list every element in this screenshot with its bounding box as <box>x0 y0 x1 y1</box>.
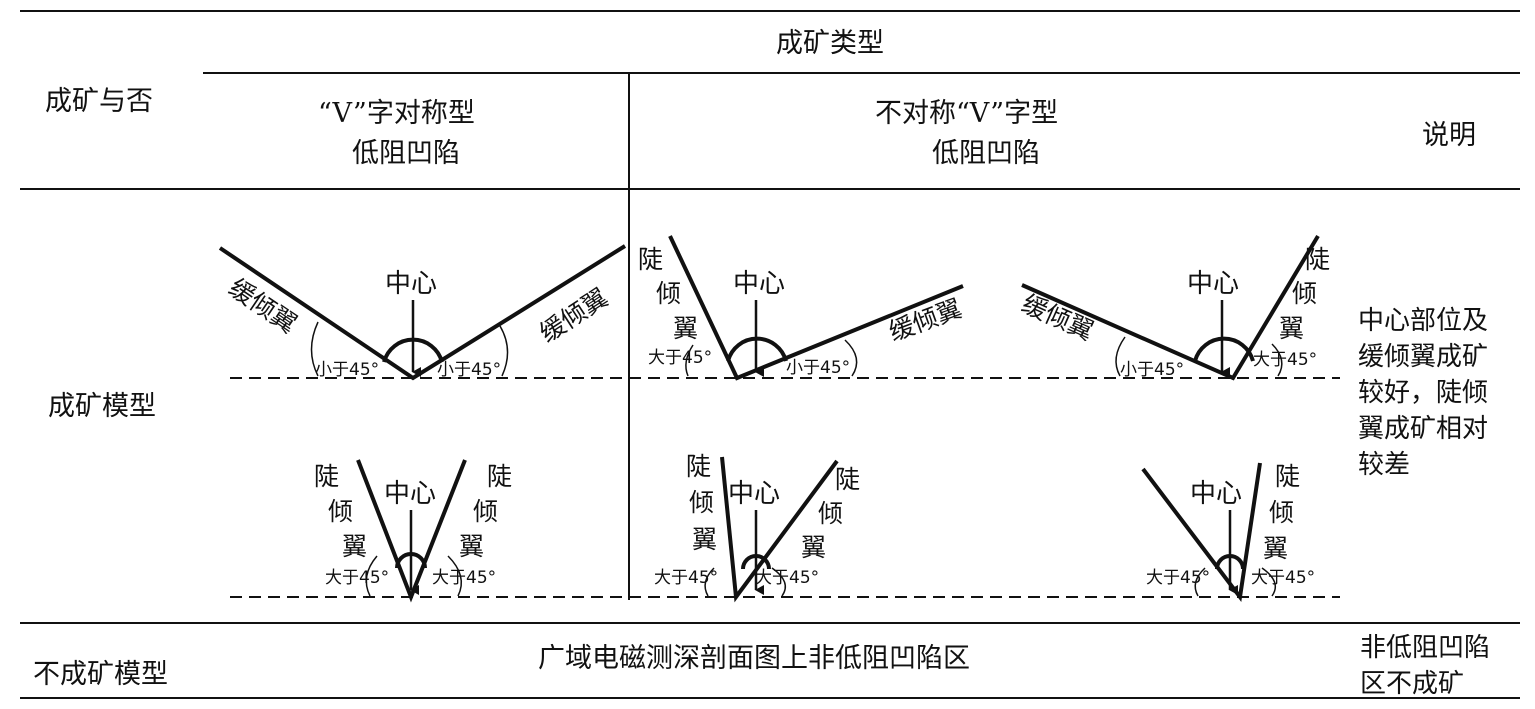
steep-wing-char: 陡 <box>1275 462 1300 491</box>
angle-label-gt45: 大于45° <box>1251 568 1315 588</box>
angle-label-lt45: 小于45° <box>786 358 850 378</box>
header-type: 成矿类型 <box>776 28 884 59</box>
steep-wing-char: 倾 <box>473 497 498 526</box>
gentle-wing-label: 缓倾翼 <box>224 273 302 339</box>
steep-wing-char: 陡 <box>835 465 860 494</box>
center-label: 中心 <box>1190 479 1242 509</box>
nonmodel-description: 广域电磁测深剖面图上非低阻凹陷区 <box>538 643 970 674</box>
steep-wing-char: 陡 <box>314 462 339 491</box>
header-sym-line2: 低阻凹陷 <box>352 138 460 169</box>
steep-wing-char: 倾 <box>818 499 843 528</box>
header-sub-rule <box>203 72 1520 74</box>
steep-wing-char: 陡 <box>686 452 711 481</box>
steep-wing-char: 倾 <box>1292 279 1317 308</box>
angle-label-gt45: 大于45° <box>1253 350 1317 370</box>
center-label: 中心 <box>733 269 785 299</box>
header-asym-line2: 低阻凹陷 <box>932 138 1040 169</box>
steep-wing-char: 翼 <box>673 314 698 343</box>
steep-wing-char: 倾 <box>1269 498 1294 527</box>
nonmodel-note: 非低阻凹陷 区不成矿 <box>1360 633 1491 699</box>
bottom-rule <box>20 697 1520 699</box>
column-divider <box>628 72 630 600</box>
header-asym-line1: 不对称“V”字型 <box>875 98 1059 129</box>
steep-wing-char: 倾 <box>328 497 353 526</box>
steep-wing-char: 翼 <box>692 525 717 554</box>
steep-wing-char: 陡 <box>1305 245 1330 274</box>
v-asym-steep-left <box>668 235 964 381</box>
angle-label-lt45: 小于45° <box>315 360 379 380</box>
steep-wing-char: 倾 <box>689 488 714 517</box>
angle-label-gt45: 大于45° <box>654 568 718 588</box>
steep-wing-char: 翼 <box>1279 314 1304 343</box>
angle-label-gt45: 大于45° <box>755 568 819 588</box>
header-note: 说明 <box>1422 120 1476 151</box>
angle-label-gt45: 大于45° <box>1146 568 1210 588</box>
v-asym-steep-lower-left <box>704 456 839 603</box>
steep-wing-char: 倾 <box>656 279 681 308</box>
center-label: 中心 <box>728 479 780 509</box>
model-bottom-rule <box>20 622 1520 624</box>
angle-label-lt45: 小于45° <box>437 360 501 380</box>
angle-label-lt45: 小于45° <box>1120 360 1184 380</box>
header-bottom-rule <box>20 188 1520 190</box>
center-label: 中心 <box>1187 269 1239 299</box>
v-symmetric-steep <box>356 459 467 603</box>
center-label: 中心 <box>384 479 436 509</box>
v-asym-steep-lower-right <box>1141 462 1277 602</box>
steep-wing-char: 翼 <box>459 532 484 561</box>
model-note: 中心部位及 缓倾翼成矿 较好，陡倾 翼成矿相对 较差 <box>1358 306 1489 480</box>
header-sym-line1: “V”字对称型 <box>318 98 475 129</box>
steep-wing-char: 翼 <box>801 533 826 562</box>
angle-label-gt45: 大于45° <box>648 348 712 368</box>
row-label-model: 成矿模型 <box>48 391 156 422</box>
steep-wing-char: 翼 <box>342 532 367 561</box>
gentle-wing-label: 缓倾翼 <box>534 283 613 348</box>
steep-wing-char: 翼 <box>1263 534 1288 563</box>
steep-wing-char: 陡 <box>487 462 512 491</box>
angle-label-gt45: 大于45° <box>432 568 496 588</box>
gentle-wing-label: 缓倾翼 <box>1018 289 1098 346</box>
v-asym-steep-right <box>1021 234 1320 381</box>
center-label: 中心 <box>385 269 437 299</box>
v-symmetric-gentle <box>218 244 627 381</box>
steep-wing-char: 陡 <box>638 245 663 274</box>
angle-label-gt45: 大于45° <box>325 568 389 588</box>
header-row-label: 成矿与否 <box>45 86 153 117</box>
top-rule <box>20 10 1520 12</box>
row-label-nonmodel: 不成矿模型 <box>33 659 168 690</box>
